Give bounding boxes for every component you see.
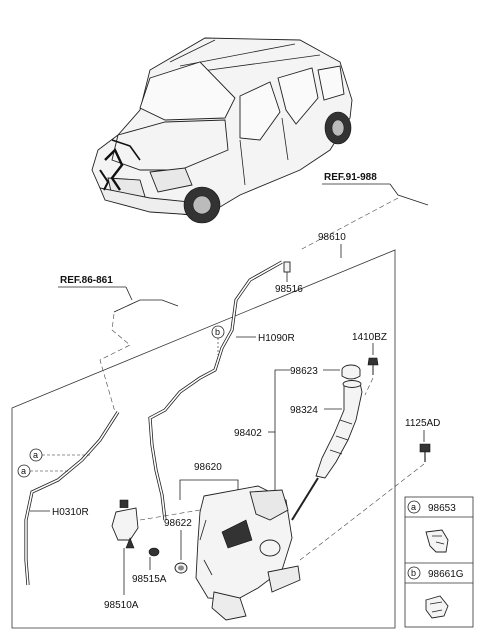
pump-outlet bbox=[125, 537, 135, 549]
ref-91-988-dash bbox=[299, 197, 399, 251]
bolt-1410bz-dash bbox=[364, 377, 374, 396]
filler-neck-98324 bbox=[315, 382, 363, 479]
clip-98661g bbox=[425, 595, 449, 619]
label-h0310r: H0310R bbox=[52, 507, 89, 518]
pump-dash bbox=[139, 509, 201, 521]
reservoir-label-area bbox=[221, 519, 253, 549]
ref-91-988-leader bbox=[389, 183, 429, 206]
reservoir-mount bbox=[267, 565, 301, 593]
reservoir-bracket bbox=[211, 591, 247, 621]
label-98610: 98610 bbox=[318, 232, 346, 243]
ref-91-988-label: REF.91-988 bbox=[324, 172, 377, 183]
legend-b-part: 98661G bbox=[428, 569, 464, 580]
label-98402: 98402 bbox=[234, 428, 262, 439]
nozzle-hose-ref bbox=[113, 299, 179, 313]
clip-98661g-detail bbox=[429, 601, 443, 613]
reservoir-port bbox=[259, 539, 281, 557]
grommet-98622-hole bbox=[178, 565, 184, 571]
legend-box: a 98653 b 98661G bbox=[404, 496, 474, 628]
bolt-1410bz bbox=[367, 357, 379, 366]
filler-neck-ribs bbox=[329, 419, 353, 455]
legend-b-letter: b bbox=[411, 568, 416, 578]
hose-h1090r bbox=[148, 260, 283, 521]
label-98620: 98620 bbox=[194, 462, 222, 473]
callout-b-hose-text: b bbox=[215, 327, 220, 337]
filler-neck-rim bbox=[342, 380, 362, 388]
bolt-1125ad-dash bbox=[299, 463, 425, 561]
label-1125ad: 1125AD bbox=[405, 418, 440, 429]
pump-nozzle bbox=[119, 499, 129, 508]
ref-86-861-leader bbox=[125, 286, 133, 301]
bolt-1125ad bbox=[419, 443, 431, 453]
label-1410bz: 1410BZ bbox=[352, 332, 387, 343]
cap-98623-body bbox=[341, 370, 361, 380]
label-98622: 98622 bbox=[164, 518, 192, 529]
label-h1090r: H1090R bbox=[258, 333, 295, 344]
clip-98653-detail bbox=[432, 535, 445, 545]
ref-86-861-label: REF.86-861 bbox=[60, 275, 113, 286]
callout-a-lower-text: a bbox=[21, 466, 26, 476]
hose-h0310r-inner bbox=[25, 411, 119, 586]
reservoir-ribs bbox=[199, 519, 213, 576]
check-valve-98516 bbox=[283, 261, 291, 273]
ref-86-861-dash bbox=[99, 313, 131, 413]
legend-b-circle bbox=[407, 566, 421, 580]
filler-neck-tube bbox=[291, 477, 319, 521]
hose-h0310r bbox=[24, 411, 120, 586]
legend-a-part: 98653 bbox=[428, 503, 456, 514]
clip-98653 bbox=[425, 529, 449, 553]
legend-a-circle bbox=[407, 500, 421, 514]
assembly-boundary bbox=[11, 249, 396, 629]
reservoir-top-neck bbox=[249, 489, 289, 521]
label-98516: 98516 bbox=[275, 284, 303, 295]
label-98515a: 98515A bbox=[132, 574, 167, 585]
label-98324: 98324 bbox=[290, 405, 318, 416]
bracket-98402 bbox=[274, 369, 290, 518]
label-98623: 98623 bbox=[290, 366, 318, 377]
legend-a-letter: a bbox=[411, 502, 416, 512]
hose-h1090r-inner bbox=[149, 261, 283, 521]
legend-border bbox=[404, 496, 474, 628]
seal-98515a bbox=[148, 547, 160, 557]
label-98510a: 98510A bbox=[104, 600, 139, 611]
callout-a-upper-text: a bbox=[33, 450, 38, 460]
bracket-98620 bbox=[179, 479, 239, 500]
vehicle-illustration bbox=[91, 37, 353, 224]
pump-98510a bbox=[111, 507, 139, 541]
